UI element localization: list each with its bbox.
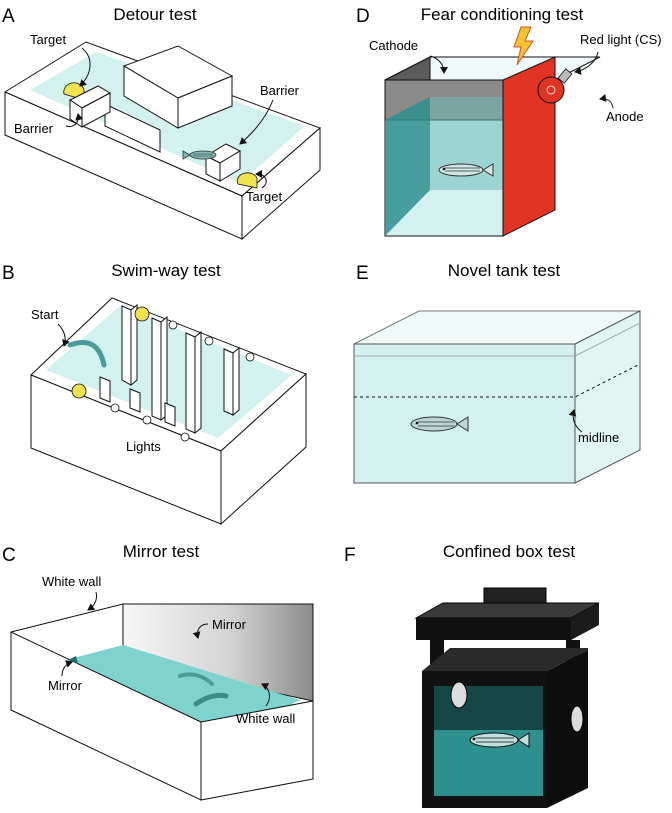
arrow-white-wall-right	[261, 683, 270, 707]
midline-dashed	[354, 363, 641, 398]
fish-reflection-icon	[193, 692, 229, 707]
confined-hole-left	[450, 681, 468, 709]
label-target-top: Target	[30, 32, 67, 47]
fish-icon	[182, 150, 217, 160]
arrow-start	[57, 323, 70, 347]
fish-icon	[410, 416, 469, 432]
lightning-icon	[513, 26, 534, 66]
fish-icon	[438, 163, 494, 177]
water-surface-side	[574, 322, 641, 357]
detour-side-wall	[241, 126, 321, 241]
panel-e-title: Novel tank test	[448, 261, 561, 280]
panel-a-title: Detour test	[113, 5, 196, 24]
arrow-red-light	[574, 51, 599, 75]
novel-tank-side	[574, 310, 641, 484]
panel-e: E Novel tank test midline	[353, 261, 641, 484]
arrow-midline	[568, 409, 583, 433]
label-mirror-top: Mirror	[212, 617, 247, 632]
panel-b: B Swim-way test	[2, 261, 307, 526]
label-barrier-left: Barrier	[14, 121, 54, 136]
confined-hole-right	[570, 705, 584, 733]
novel-tank-front	[353, 343, 576, 484]
label-midline: midline	[578, 430, 619, 445]
mirror-left-marker	[68, 656, 78, 664]
arrow-barrier-right	[239, 99, 274, 145]
label-red-light: Red light (CS)	[580, 32, 662, 47]
label-cathode: Cathode	[369, 38, 418, 53]
arrow-mirror-left	[61, 660, 73, 677]
label-anode: Anode	[606, 109, 644, 124]
arrow-target-bottom	[255, 170, 267, 189]
label-white-wall-right: White wall	[236, 711, 295, 726]
inner-partition	[104, 103, 161, 153]
confined-lid-front	[416, 618, 571, 640]
fish-icon	[67, 340, 107, 368]
barrier-right-side	[219, 150, 241, 182]
confined-box-top	[422, 648, 588, 671]
label-mirror-left: Mirror	[48, 678, 83, 693]
panel-f: F Confined box test	[344, 542, 600, 808]
panel-c-title: Mirror test	[123, 542, 200, 561]
fear-water-left	[385, 97, 430, 236]
panel-e-letter: E	[356, 263, 369, 284]
central-block-side	[177, 75, 233, 129]
confined-lid-side	[571, 603, 599, 640]
confined-box-side	[547, 650, 588, 808]
arrow-target-top	[79, 47, 91, 87]
arrow-anode	[599, 94, 614, 109]
panel-b-letter: B	[2, 263, 15, 284]
panel-f-letter: F	[344, 545, 356, 566]
label-lights: Lights	[126, 439, 161, 454]
label-barrier-right: Barrier	[260, 83, 300, 98]
panel-a-letter: A	[2, 6, 15, 27]
fish-icon	[178, 672, 214, 686]
panel-d-title: Fear conditioning test	[421, 5, 584, 24]
panel-c-letter: C	[2, 545, 16, 566]
red-bulb-icon	[537, 68, 573, 104]
barrier-left-side	[81, 92, 111, 128]
panel-c: C Mirror test White wall Mirror Mirror W…	[2, 542, 314, 801]
label-white-wall-top: White wall	[42, 574, 101, 589]
arrow-mirror-top	[192, 623, 209, 639]
panel-f-title: Confined box test	[443, 542, 576, 561]
panel-d-letter: D	[356, 6, 370, 27]
anode-plate	[502, 56, 556, 237]
mirror-side-wall	[200, 700, 314, 801]
arrow-barrier-left	[65, 113, 84, 127]
panel-d: D Fear conditioning test Cathode	[356, 5, 662, 237]
fish-icon	[469, 732, 530, 748]
label-target-bottom: Target	[246, 189, 283, 204]
panel-b-title: Swim-way test	[111, 261, 221, 280]
swimway-side-wall	[220, 372, 307, 526]
panel-a: A Detour test Target Barr	[2, 5, 321, 241]
arrow-cathode	[429, 55, 448, 74]
swimway-partitions	[99, 303, 240, 435]
arrow-white-wall-top	[87, 591, 97, 611]
light-bulb-icons	[71, 306, 255, 442]
label-start: Start	[31, 307, 59, 322]
confined-water-top	[434, 686, 543, 730]
confined-lid-top	[414, 602, 600, 619]
